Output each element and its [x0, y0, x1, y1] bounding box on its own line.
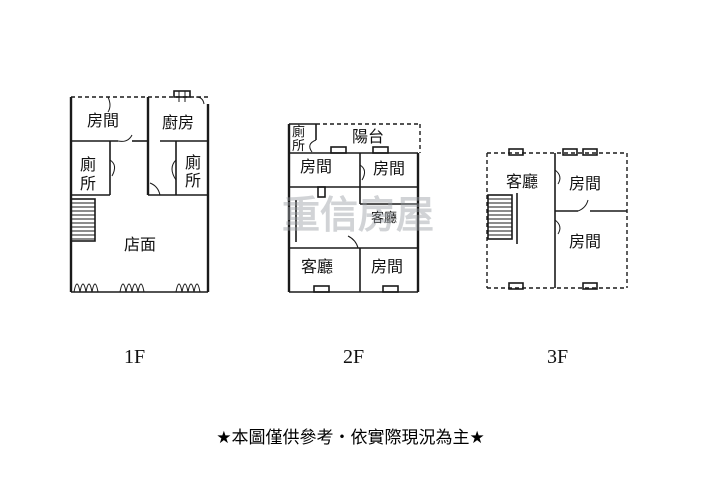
floor-1-storefront-doors: [73, 283, 201, 293]
floor-1-kitchen-label: 廚房: [162, 113, 194, 132]
floor-1-toilet2-label-bottom: 所: [185, 171, 201, 190]
floor-1-toilet2-label-top: 廁: [185, 153, 201, 172]
floor-1-title: 1F: [124, 346, 145, 368]
floor-3-title: 3F: [547, 346, 568, 368]
floor-3-bedroom2-label: 房間: [569, 232, 601, 251]
floor-1-toilet-label-top: 廁: [80, 155, 96, 174]
floor-1-bedroom-label: 房間: [87, 111, 119, 130]
floor-2-plan: 廁 所 陽台 房間 房間 客廳 客廳 房間: [287, 123, 421, 293]
floor-2-hall-label: 客廳: [371, 210, 397, 226]
floor-2-balcony-label: 陽台: [352, 127, 384, 146]
floor-3-bedroom1-label: 房間: [569, 174, 601, 193]
floor-2-bedroom1-label: 房間: [300, 157, 332, 176]
floor-1-toilet-label-bottom: 所: [80, 174, 96, 193]
floor-3-plan: 客廳 房間 房間: [486, 148, 628, 290]
floor-2-title: 2F: [343, 346, 364, 368]
floor-2-toilet-label-bottom: 所: [292, 139, 305, 154]
floor-2-bedroom2-label: 房間: [373, 159, 405, 178]
floor-2-bedroom3-label: 房間: [371, 257, 403, 276]
floor-2-toilet-label-top: 廁: [292, 124, 305, 140]
floor-3-stairs: [487, 193, 518, 244]
floor-1-shop-label: 店面: [124, 235, 156, 254]
footnote: ★本圖僅供參考・依實際現況為主★: [216, 428, 485, 448]
watermark-logo: 重信房屋: [282, 193, 434, 237]
floor-1-plan: 房間 廚房 廁 所 廁 所 店面: [69, 90, 210, 293]
floor-2-living-label: 客廳: [301, 257, 333, 276]
floor-3-living-label: 客廳: [506, 172, 538, 191]
floor-1-stairs: [70, 198, 96, 242]
